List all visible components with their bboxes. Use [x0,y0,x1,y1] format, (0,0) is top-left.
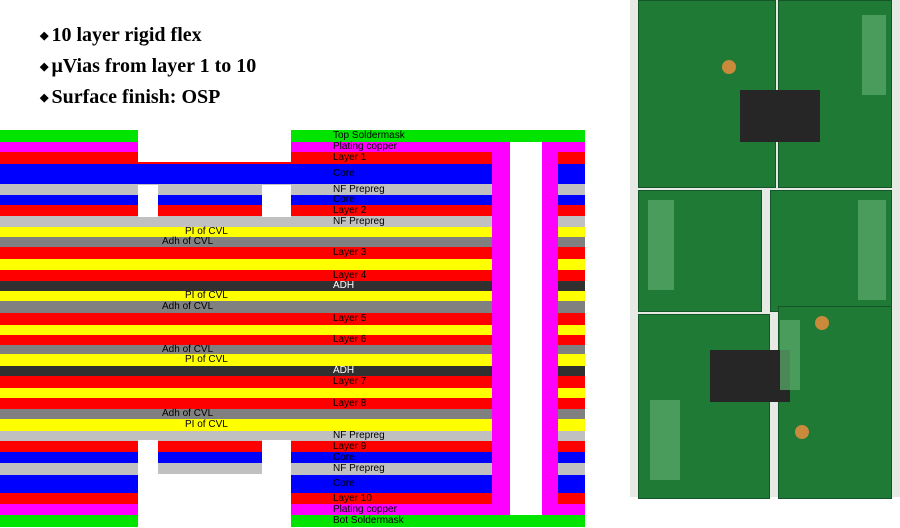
layer-label: ADH [333,280,355,291]
layer-adh-of-cvl [0,237,585,247]
layer-label: Layer 7 [333,376,367,387]
layer-label: Plating copper [333,503,397,515]
layer-copper [0,313,585,325]
bga-pad-field [862,15,886,95]
flex-cutout [138,440,158,474]
feature-item: ◆10 layer rigid flex [40,20,256,51]
layer-label: Core [333,451,355,463]
layer-label: NF Prepreg [333,215,385,227]
layer-adh-of-cvl [0,301,585,313]
layer-label: Core [333,168,355,179]
layer-adh-of-cvl [0,409,585,419]
flex-cable [710,350,790,402]
layer-label: Adh of CVL [162,408,214,419]
layer-label: NF Prepreg [333,463,385,474]
layer-label: Plating copper [333,141,397,152]
bga-pad-field [780,320,800,390]
layer-copper [0,376,585,388]
layer-copper [0,247,585,259]
layer-label: Adh of CVL [162,301,214,312]
layer-prepreg [0,431,585,441]
gold-pad [795,425,809,439]
layer-copper [0,441,585,452]
gold-pad [722,60,736,74]
flex-cutout [262,185,291,217]
layer-pi-of-cvl [0,354,585,366]
layer-label: PI of CVL [185,419,228,430]
layer-label: Core [333,478,355,489]
feature-item: ◆μVias from layer 1 to 10 [40,51,256,82]
diamond-bullet-icon: ◆ [40,91,49,104]
layer-core [0,452,585,463]
layer-copper [0,205,585,216]
flex-cutout [138,130,291,162]
layer-soldermask [0,130,585,142]
layer-adh [0,366,585,376]
bga-pad-field [858,200,886,300]
pcb-photo [630,0,900,499]
layer-plating-copper [0,504,585,515]
flex-cutout [138,474,291,528]
layer-label: Layer 2 [333,204,367,216]
layer-label: Layer 4 [333,269,367,281]
gold-pad [815,316,829,330]
layer-label: NF Prepreg [333,430,385,441]
via-hole [510,142,542,515]
layer-core [0,195,585,205]
layer-label: Layer 3 [333,247,367,258]
layer-soldermask [0,515,585,527]
layer-pi-of-cvl [0,291,585,301]
layer-pi-of-cvl [0,325,585,335]
layer-label: Layer 6 [333,334,367,345]
layer-copper [0,493,585,504]
feature-list: ◆10 layer rigid flex ◆μVias from layer 1… [40,20,256,113]
layer-plating-copper [0,142,585,152]
layer-copper [0,270,585,281]
layer-label: Layer 9 [333,440,367,452]
layer-label: ADH [333,365,355,376]
diamond-bullet-icon: ◆ [40,29,49,42]
layer-core [0,164,585,184]
layer-label: NF Prepreg [333,183,385,195]
layer-label: Core [333,194,355,205]
layer-label: PI of CVL [185,354,228,365]
layer-pi-of-cvl [0,388,585,398]
layer-label: Layer 5 [333,313,367,324]
layer-label: Layer 10 [333,492,372,504]
diamond-bullet-icon: ◆ [40,60,49,73]
flex-cutout [138,185,158,217]
layer-copper [0,398,585,409]
flex-cable [740,90,820,142]
layer-label: Top Soldermask [333,130,405,141]
feature-item: ◆Surface finish: OSP [40,82,256,113]
layer-prepreg [0,184,585,195]
feature-text: μVias from layer 1 to 10 [51,55,257,77]
feature-text: Surface finish: OSP [51,86,221,108]
layer-adh [0,281,585,291]
feature-text: 10 layer rigid flex [51,24,202,46]
layer-pi-of-cvl [0,259,585,270]
layer-label: Adh of CVL [162,236,214,247]
layer-label: Layer 1 [333,152,367,163]
bga-pad-field [650,400,680,480]
layer-pi-of-cvl [0,419,585,431]
layer-pi-of-cvl [0,227,585,237]
layer-label: PI of CVL [185,226,228,237]
layer-adh-of-cvl [0,345,585,354]
flex-cutout [262,440,291,474]
layer-label: Bot Soldermask [333,515,404,526]
layer-prepreg [0,216,585,227]
bga-pad-field [648,200,674,290]
layer-label: Layer 8 [333,397,367,409]
layer-copper [0,335,585,345]
layer-label: PI of CVL [185,290,228,301]
layer-label: Adh of CVL [162,343,214,355]
